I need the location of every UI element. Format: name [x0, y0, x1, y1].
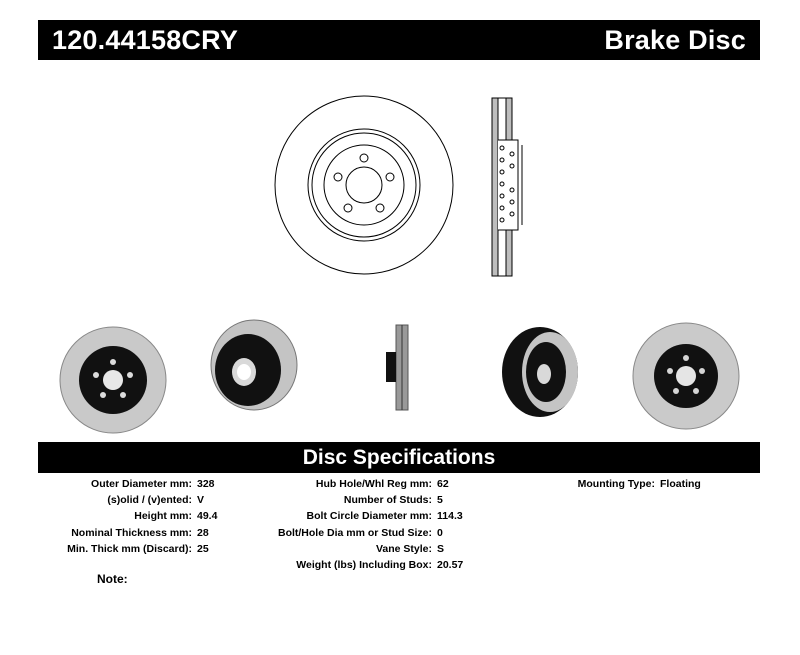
spec-value: Floating: [660, 478, 701, 490]
spec-row: Vane Style: S: [272, 541, 463, 557]
spec-value: 114.3: [437, 510, 463, 523]
title-bar: 120.44158CRY Brake Disc: [38, 20, 760, 60]
rotor-front-line-drawing: [274, 95, 454, 275]
product-type: Brake Disc: [604, 24, 746, 55]
spec-label: Bolt Circle Diameter mm:: [306, 510, 432, 523]
spec-label: Hub Hole/Whl Reg mm:: [315, 478, 432, 490]
spec-label: Weight (lbs) Including Box:: [296, 559, 432, 572]
spec-row: Mounting Type: Floating: [515, 476, 701, 492]
spec-row: Height mm: 49.4: [30, 508, 217, 524]
spec-label: (s)olid / (v)ented:: [107, 494, 192, 507]
spec-row: Outer Diameter mm: 328: [30, 476, 217, 492]
spec-label: Nominal Thickness mm:: [71, 526, 192, 539]
part-number: 120.44158CRY: [52, 24, 239, 55]
spec-label: Min. Thick mm (Discard):: [67, 542, 192, 555]
spec-value: 25: [197, 542, 209, 555]
spec-row: Min. Thick mm (Discard): 25: [30, 541, 217, 557]
spec-label: Vane Style:: [375, 542, 432, 555]
note-label: Note:: [97, 572, 128, 586]
specs-column-1: Outer Diameter mm: 328 (s)olid / (v)ented…: [30, 476, 217, 557]
specs-title: Disc Specifications: [302, 445, 496, 469]
rotor-photo-front: [59, 326, 167, 434]
spec-row: Weight (lbs) Including Box: 20.57: [272, 557, 463, 573]
rotor-photo-angle-left: [210, 319, 298, 411]
rotor-photo-edge: [386, 324, 409, 411]
spec-row: Bolt/Hole Dia mm or Stud Size: 0: [272, 525, 463, 541]
specs-column-2: Hub Hole/Whl Reg mm: 62 Number of Studs: 5…: [272, 476, 463, 573]
spec-label: Mounting Type:: [577, 478, 655, 490]
rotor-photo-angle-right: [502, 327, 578, 417]
spec-label: Outer Diameter mm:: [91, 478, 192, 490]
spec-row: Nominal Thickness mm: 28: [30, 525, 217, 541]
spec-row: Hub Hole/Whl Reg mm: 62: [272, 476, 463, 492]
spec-label: Bolt/Hole Dia mm or Stud Size:: [277, 526, 432, 539]
spec-value: V: [197, 494, 205, 507]
spec-row: Number of Studs: 5: [272, 492, 463, 508]
spec-row: (s)olid / (v)ented: V: [30, 492, 217, 508]
spec-value: 5: [437, 494, 443, 507]
spec-label: Number of Studs:: [343, 494, 432, 507]
rotor-photo-back: [632, 322, 740, 430]
spec-value: 49.4: [197, 510, 218, 523]
rotor-section-drawing: [491, 97, 523, 277]
spec-row: Bolt Circle Diameter mm: 114.3: [272, 508, 463, 524]
spec-value: 0: [437, 526, 443, 539]
spec-value: S: [437, 542, 445, 555]
spec-value: 20.57: [437, 559, 464, 572]
specs-column-3: Mounting Type: Floating: [515, 476, 701, 492]
spec-value: 62: [437, 478, 449, 490]
spec-value: 328: [197, 478, 215, 490]
spec-label: Height mm:: [134, 510, 192, 523]
spec-value: 28: [197, 526, 209, 539]
specs-header-bar: Disc Specifications: [38, 442, 760, 473]
